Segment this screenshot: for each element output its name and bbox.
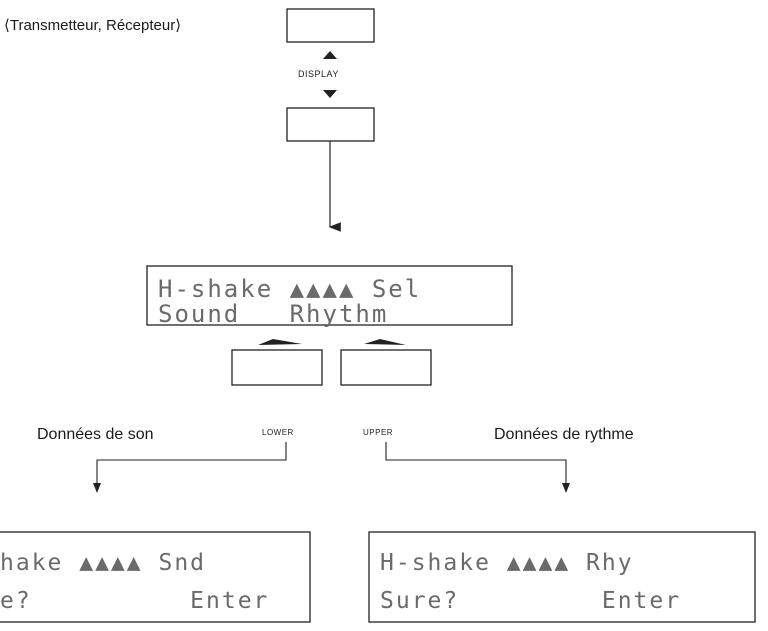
left-lcd-frame [0,531,311,623]
upper-pointer-icon [364,339,406,345]
second-device-box [286,107,375,142]
display-down-arrow-icon [323,90,337,98]
left-lcd-line2: e? Enter [0,588,270,614]
lower-pointer-icon [258,339,302,345]
right-lcd-frame [368,531,756,623]
upper-connector [385,442,567,483]
main-lcd-frame [146,265,513,326]
display-label: DISPLAY [298,69,339,79]
right-lcd-line1: H-shake ▲▲▲▲ Rhy [380,550,634,576]
lower-connector [96,442,287,483]
main-lcd-line2: Sound Rhythm [158,300,389,328]
top-device-box [286,8,375,43]
upper-connector-arrow-icon [562,483,570,493]
lower-button-box [231,349,323,386]
right-lcd-line2: Sure? Enter [380,588,682,614]
left-lcd-line1: hake ▲▲▲▲ Snd [0,550,207,576]
display-up-arrow-icon [323,51,337,59]
transmitter-receiver-label: ⟨Transmetteur, Récepteur⟩ [4,17,182,34]
sound-data-label: Données de son [37,426,154,443]
lower-label: LOWER [262,428,294,437]
rhythm-data-label: Données de rythme [494,426,634,443]
upper-label: UPPER [363,428,394,437]
upper-button-box [340,349,432,386]
lower-connector-arrow-icon [93,483,101,493]
main-lcd-line1: H-shake ▲▲▲▲ Sel [158,275,422,303]
